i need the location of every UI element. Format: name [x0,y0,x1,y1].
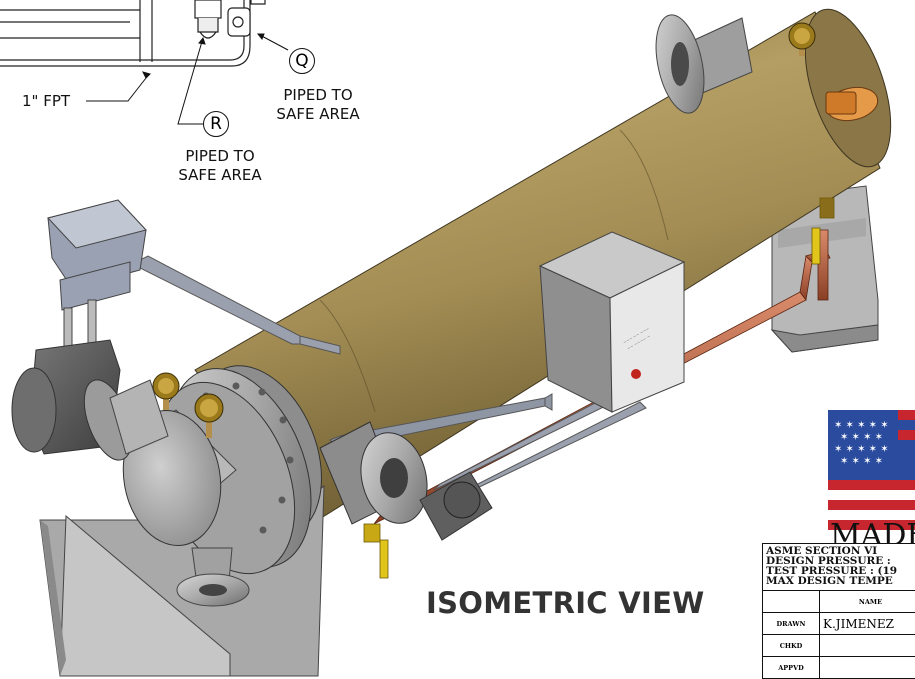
callout-q-line2: SAFE AREA [268,105,368,124]
svg-text:✶ ✶ ✶ ✶ ✶: ✶ ✶ ✶ ✶ ✶ [834,444,889,455]
spec-line: MAX DESIGN TEMPE [766,576,915,586]
row-label: DRAWN [763,613,820,635]
view-title: ISOMETRIC VIEW [426,586,705,620]
svg-text:✶ ✶ ✶ ✶: ✶ ✶ ✶ ✶ [840,456,883,467]
top-detail-view [0,0,265,66]
balloon-q: Q [289,48,315,74]
flag-logo: ✶ ✶ ✶ ✶ ✶ ✶ ✶ ✶ ✶ ✶ ✶ ✶ ✶ ✶ ✶ ✶ ✶ ✶ [828,410,915,530]
callout-q-text: PIPED TO SAFE AREA [268,86,368,124]
leader-lines [86,34,288,124]
lower-nozzle [320,422,492,540]
callout-q-line1: PIPED TO [268,86,368,105]
title-block-row: DRAWN K.JIMENEZ [763,613,915,635]
control-valve [12,200,168,466]
row-label: APPVD [763,657,820,679]
balloon-r: R [203,111,229,137]
row-name [820,635,915,657]
title-block-table: NAME DRAWN K.JIMENEZ CHKD APPVD [762,590,915,679]
title-block-row: APPVD [763,657,915,679]
spec-box: ASME SECTION VI DESIGN PRESSURE : TEST P… [762,543,915,591]
svg-text:✶ ✶ ✶ ✶ ✶: ✶ ✶ ✶ ✶ ✶ [834,420,889,431]
title-block-row: CHKD [763,635,915,657]
callout-r-line2: SAFE AREA [170,166,270,185]
svg-text:✶ ✶ ✶ ✶: ✶ ✶ ✶ ✶ [840,432,883,443]
row-label: CHKD [763,635,820,657]
junction-box: ~~~ ~~ ~~~ ~~ ~~~~ ~ [540,232,684,412]
name-header: NAME [820,591,915,613]
title-block-header-row: NAME [763,591,915,613]
row-name: K.JIMENEZ [820,613,915,635]
fpt-callout-label: 1" FPT [22,92,70,111]
callout-r-text: PIPED TO SAFE AREA [170,147,270,185]
callout-r-line1: PIPED TO [170,147,270,166]
row-name [820,657,915,679]
